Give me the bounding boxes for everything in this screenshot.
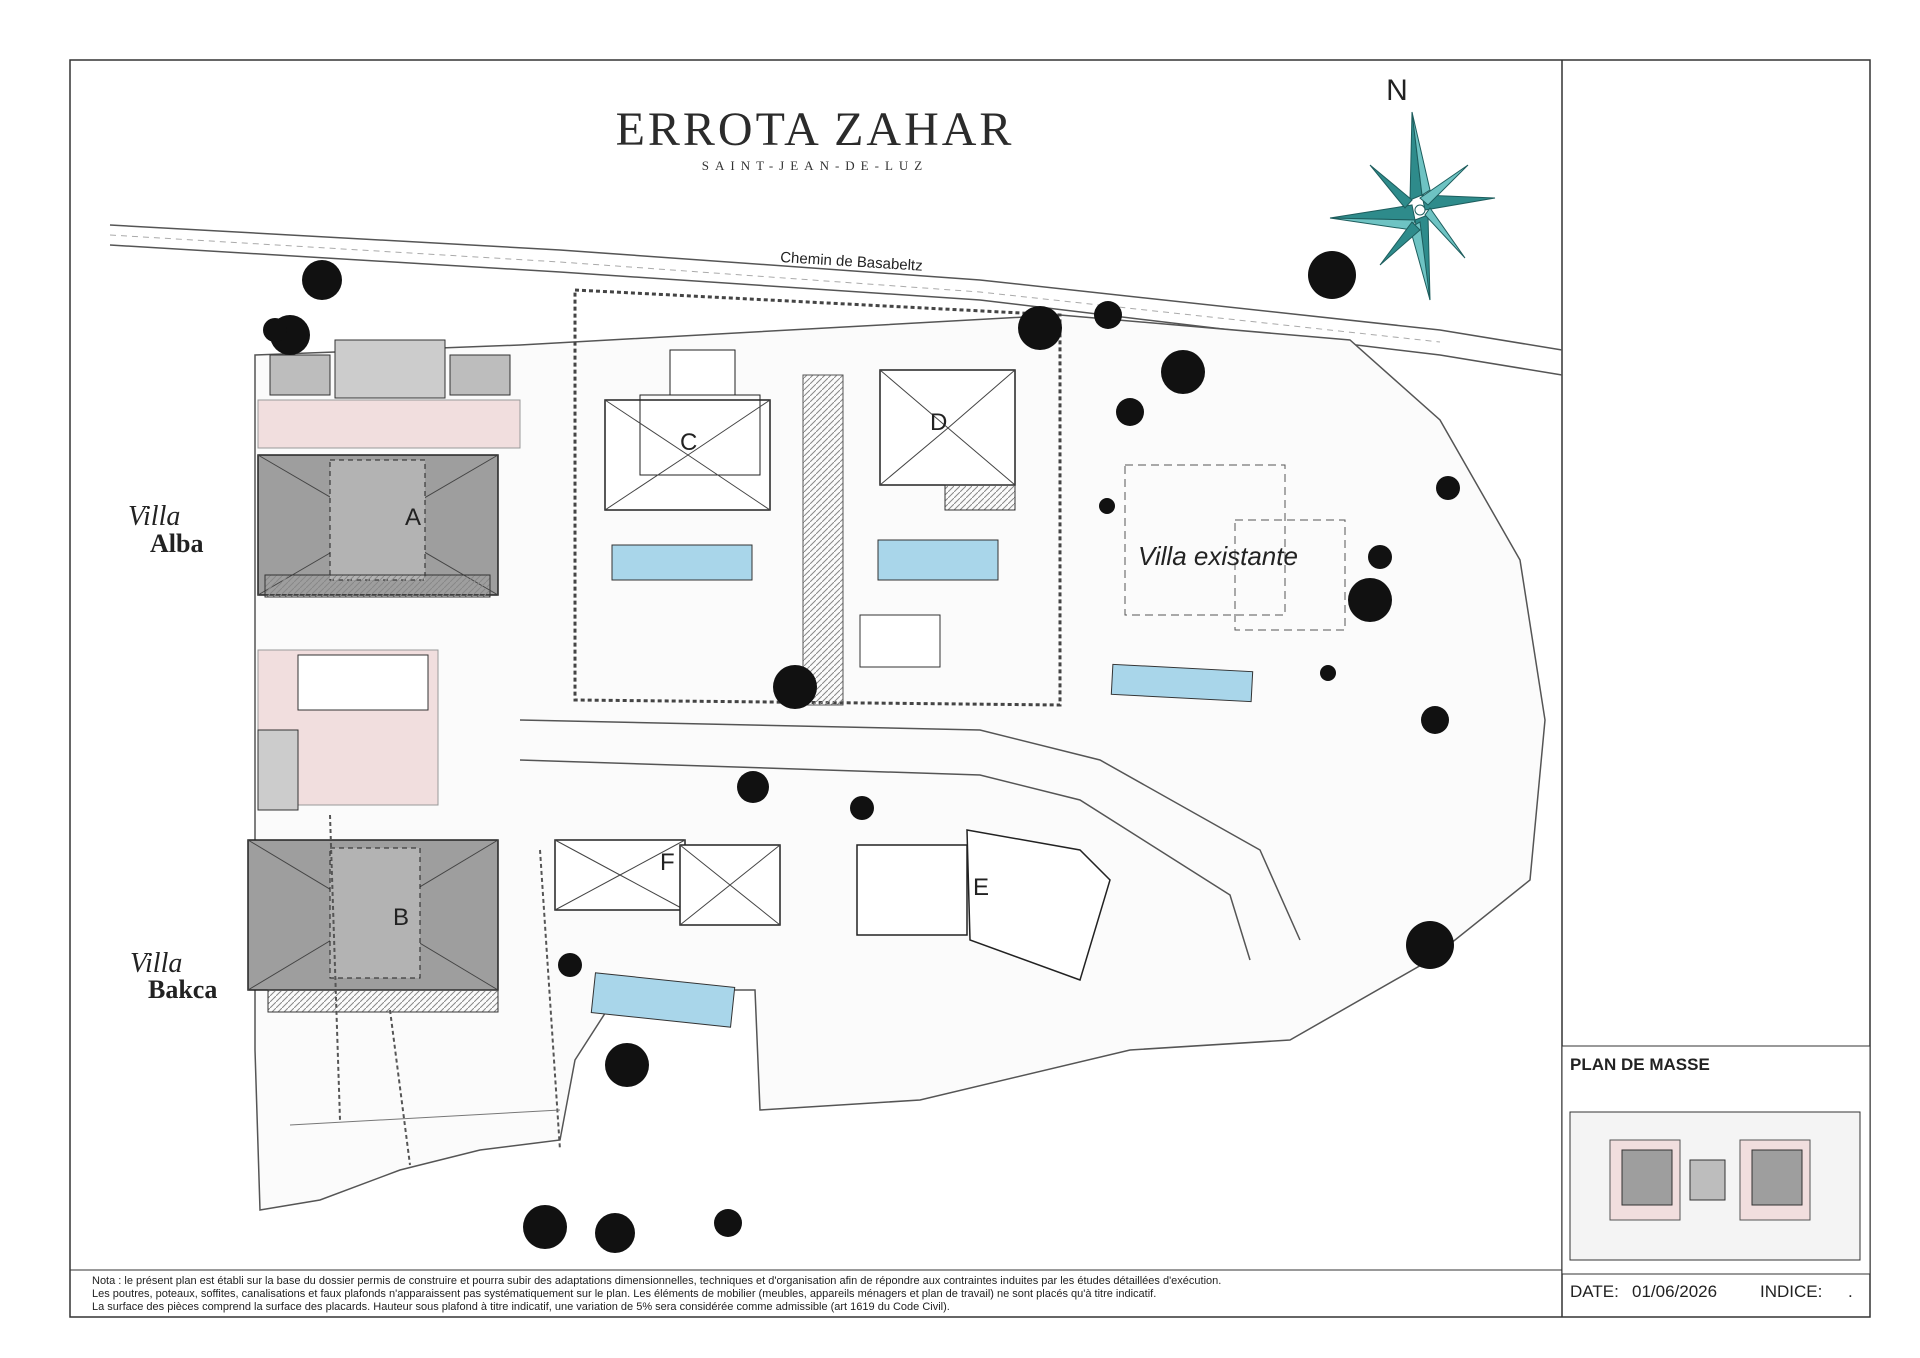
lot-a-stalls: [257, 729, 299, 811]
villa-a-building: [257, 454, 499, 598]
lot-letter-b: B: [393, 904, 409, 931]
pool-c: [611, 544, 753, 581]
note-line-2: Les poutres, poteaux, soffites, canalisa…: [92, 1288, 1156, 1300]
lot-letter-a: A: [405, 504, 421, 531]
tree: [1348, 578, 1392, 622]
tree: [1406, 921, 1454, 969]
tree: [1094, 301, 1122, 329]
note-line-1: Nota : le présent plan est établi sur la…: [92, 1275, 1221, 1287]
trees: [263, 251, 1460, 1253]
villa-f-building: [554, 839, 781, 926]
villa-bakca-name: Bakca: [148, 975, 217, 1004]
central-driveway: [802, 374, 844, 706]
tree: [1421, 706, 1449, 734]
villa-existante-building: [1124, 464, 1346, 631]
tree: [605, 1043, 649, 1087]
lot-letter-f: F: [660, 849, 675, 876]
tree: [595, 1213, 635, 1253]
lots-cd-boundary: [573, 288, 1062, 707]
villa-c-building: [604, 349, 771, 511]
date-value: 01/06/2026: [1632, 1282, 1717, 1301]
indice-value: .: [1848, 1282, 1853, 1301]
tree: [850, 796, 874, 820]
tree: [1320, 665, 1336, 681]
lot-a-shed-right: [449, 354, 511, 396]
lot-a-parking: [334, 339, 446, 399]
lot-letter-c: C: [680, 429, 697, 456]
tree: [558, 953, 582, 977]
tree: [263, 318, 287, 342]
project-title: ERROTA ZAHAR: [616, 103, 1015, 156]
tree: [714, 1209, 742, 1237]
lot-d-terrace: [859, 614, 941, 668]
tree: [773, 665, 817, 709]
lower-parcels: [289, 814, 561, 1166]
villa-b-building: [247, 839, 499, 1013]
lot-letter-d: D: [930, 409, 947, 436]
lot-a-courtyard: [257, 399, 521, 449]
pool-f: [590, 972, 736, 1028]
lot-letter-e: E: [973, 874, 989, 901]
plan-de-masse-heading: PLAN DE MASSE: [1570, 1055, 1710, 1074]
tree: [1099, 498, 1115, 514]
lot-a-parking-lower: [297, 654, 429, 711]
tree: [1436, 476, 1460, 500]
tree: [1116, 398, 1144, 426]
site-boundary: [254, 314, 1546, 1211]
note-line-3: La surface des pièces comprend la surfac…: [92, 1301, 950, 1313]
villa-alba-prefix: Villa: [128, 501, 180, 532]
indice-label: INDICE:: [1760, 1282, 1822, 1301]
tree: [1368, 545, 1392, 569]
road-chemin: [109, 224, 1563, 376]
villa-d-building: [879, 369, 1016, 511]
villa-alba-name: Alba: [150, 529, 203, 558]
pool-existante: [1110, 663, 1254, 703]
villa-e-building: [856, 829, 1111, 981]
internal-road: [519, 719, 1301, 961]
villa-existante-label: Villa existante: [1138, 541, 1298, 571]
pool-d: [877, 539, 999, 581]
date-label: DATE:: [1570, 1282, 1619, 1301]
north-label: N: [1386, 74, 1408, 107]
tree: [523, 1205, 567, 1249]
tree: [1161, 350, 1205, 394]
tree: [1308, 251, 1356, 299]
tree: [302, 260, 342, 300]
tree: [737, 771, 769, 803]
north-compass: N: [1329, 74, 1496, 301]
villa-bakca-prefix: Villa: [130, 948, 182, 979]
key-plan-thumbnail: [1569, 1111, 1861, 1261]
sheet-frame: [69, 59, 1871, 1318]
tree: [1018, 306, 1062, 350]
project-subtitle: SAINT-JEAN-DE-LUZ: [702, 158, 928, 173]
lot-a-shed-left: [269, 354, 331, 396]
